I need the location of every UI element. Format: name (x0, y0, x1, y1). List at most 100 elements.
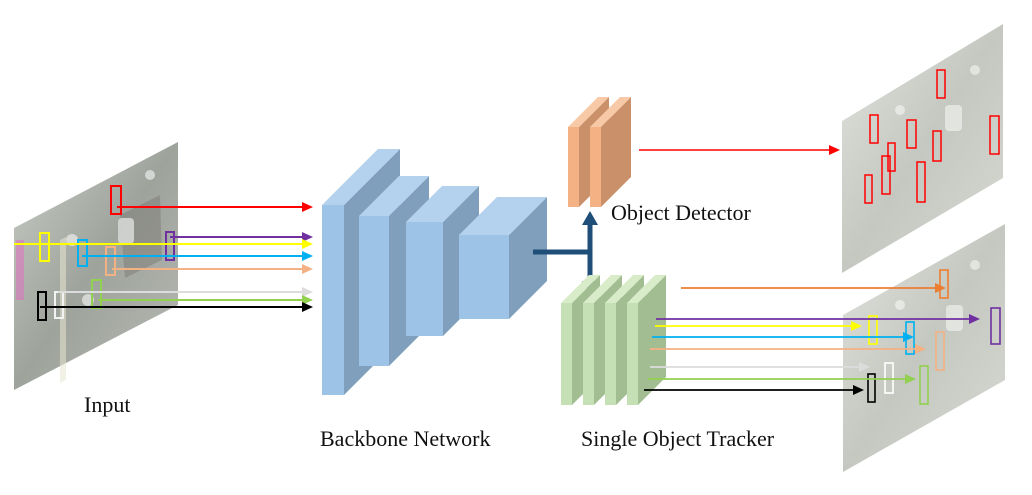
detection-bbox (869, 114, 879, 144)
tracker-arrow-orange (681, 283, 946, 293)
block-side (509, 197, 547, 319)
arrowhead-icon (302, 239, 313, 249)
object-detector (568, 97, 631, 207)
track-bbox-light-gray (884, 362, 894, 394)
detection-bounding-boxes (864, 69, 1000, 204)
input-arrow-yellow (14, 239, 313, 249)
track-bbox-green (919, 365, 929, 405)
block-front (561, 303, 572, 405)
block-top (627, 275, 666, 303)
tracker-arrow-cyan (652, 332, 914, 342)
arrowhead-icon (853, 385, 864, 395)
bbox-cyan (77, 239, 88, 267)
track-bbox-purple (990, 307, 1001, 345)
tracker-arrow-black (644, 385, 864, 395)
input-image (14, 142, 178, 390)
tracker-layer-4 (627, 275, 666, 405)
arrowhead-icon (915, 344, 926, 354)
arrowhead-icon (969, 314, 980, 324)
input-arrow-purple (170, 232, 313, 242)
arrow-up-icon (582, 211, 598, 225)
bbox-peach (105, 246, 116, 276)
arrowhead-icon (302, 264, 313, 274)
block-top (322, 149, 400, 205)
track-bbox-yellow (868, 315, 878, 345)
input-track-arrows (14, 202, 313, 312)
arrowhead-icon (903, 332, 914, 342)
arrowhead-icon (935, 283, 946, 293)
tracker-label: Single Object Tracker (581, 426, 775, 451)
input-arrow-peach (112, 264, 313, 274)
block-top (590, 97, 631, 127)
tracker-arrow-light-gray (650, 362, 870, 372)
detection-bbox (864, 174, 873, 204)
backbone-network (322, 149, 547, 395)
arrowhead-icon (302, 232, 313, 242)
tracker-track-arrows (644, 283, 980, 395)
bbox-red (110, 185, 122, 215)
block-front (322, 205, 344, 395)
block-front (406, 222, 443, 336)
backbone-label: Backbone Network (320, 426, 491, 451)
single-object-tracker (561, 275, 666, 405)
input-label: Input (84, 392, 131, 417)
backbone-layer-4 (459, 197, 547, 319)
detection-bbox (906, 119, 917, 149)
tracker-arrow-yellow (655, 321, 862, 331)
input-frame (14, 142, 178, 390)
block-top (605, 275, 644, 303)
track-bbox-orange (939, 269, 949, 299)
arrowhead-icon (302, 287, 313, 297)
bbox-yellow (39, 232, 50, 262)
arrowhead-icon (302, 202, 313, 212)
bbox-purple (165, 231, 175, 261)
track-bbox-black (867, 373, 876, 403)
block-front (583, 303, 594, 405)
block-side (638, 275, 666, 405)
block-top (561, 275, 600, 303)
tracker-arrow-purple (656, 314, 980, 324)
detection-image (842, 24, 1003, 273)
block-top (406, 186, 479, 222)
detection-frame (842, 24, 1003, 273)
detector-layer-2 (590, 97, 631, 207)
input-arrow-green (98, 295, 313, 305)
block-front (568, 127, 579, 207)
tracking-bounding-boxes (867, 269, 1001, 405)
detection-bbox (989, 115, 1000, 155)
input-arrow-light-gray (58, 287, 313, 297)
arrowhead-icon (905, 374, 916, 384)
arrowhead-icon (302, 251, 313, 261)
arrowhead-icon (302, 295, 313, 305)
track-bbox-peach (935, 331, 945, 371)
tracker-arrow-green (648, 374, 916, 384)
detection-bbox (881, 155, 891, 195)
detection-bbox (916, 161, 926, 203)
arrowhead-icon (302, 302, 313, 312)
detection-bbox (932, 130, 942, 162)
block-top (359, 176, 429, 216)
detector-label: Object Detector (611, 200, 751, 225)
detection-output-arrow (639, 145, 840, 155)
block-top (568, 97, 609, 127)
block-front (459, 235, 509, 319)
detection-bbox (936, 69, 946, 99)
input-arrow-black (40, 302, 313, 312)
block-front (627, 303, 638, 405)
tracker-arrow-peach (650, 344, 926, 354)
block-front (605, 303, 616, 405)
block-side (601, 97, 631, 207)
tracking-image (843, 224, 1005, 472)
input-scene-details (16, 170, 162, 383)
block-front (359, 216, 389, 366)
block-front (590, 127, 601, 207)
input-arrow-cyan (82, 251, 313, 261)
detection-bbox (887, 142, 896, 172)
block-top (459, 197, 547, 235)
arrowhead-icon (859, 362, 870, 372)
tracking-frame (843, 224, 1005, 472)
input-arrow-red (117, 202, 313, 212)
block-top (583, 275, 622, 303)
arrowhead-icon (851, 321, 862, 331)
